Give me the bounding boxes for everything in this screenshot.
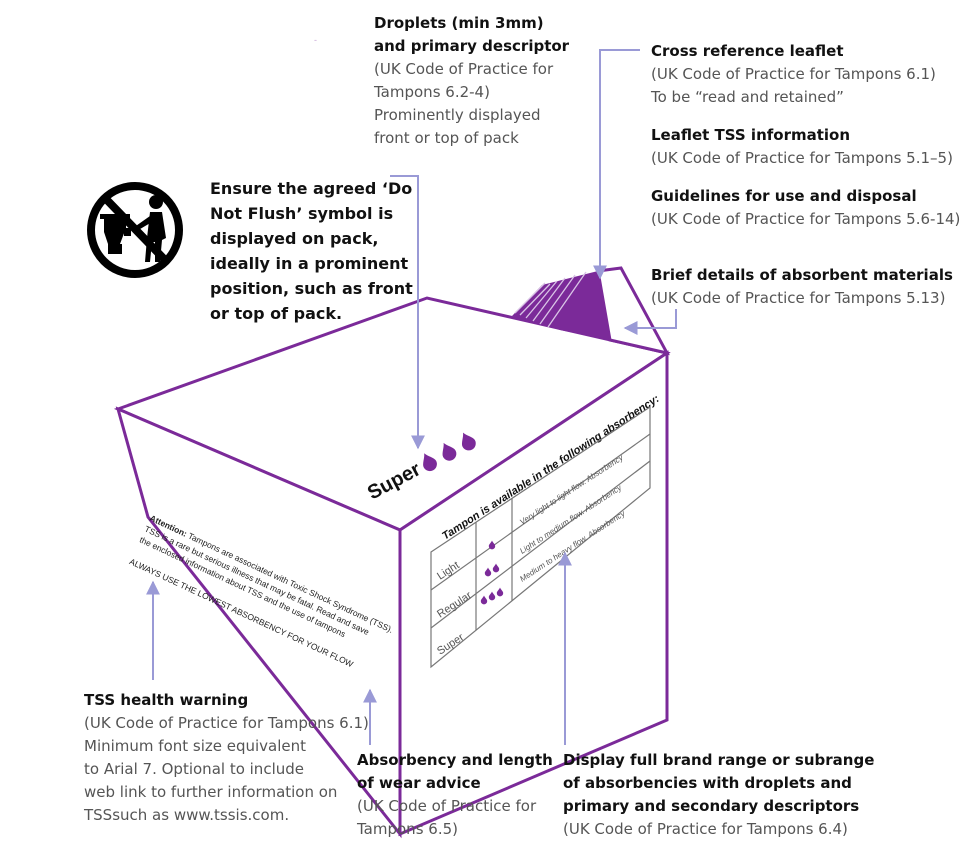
callout-leaflet-title: Cross reference leaflet (651, 42, 844, 60)
callout-brand-range-title-3: primary and secondary descriptors (563, 797, 860, 815)
callout-materials-title: Brief details of absorbent materials (651, 266, 953, 284)
callout-absorbency-advice: Absorbency and length of wear advice (UK… (357, 749, 553, 841)
callout-droplets-body-4: front or top of pack (374, 129, 519, 147)
table-droplet-icon (484, 567, 492, 577)
callout-tss-warning-body-3: to Arial 7. Optional to include (84, 760, 304, 778)
callout-droplets-body-2: Tampons 6.2-4) (374, 83, 490, 101)
callout-materials: Brief details of absorbent materials (UK… (651, 264, 953, 310)
table-droplet-icon (496, 587, 504, 597)
top-droplet-icon (442, 442, 457, 461)
callout-brand-range-title-2: of absorbencies with droplets and (563, 774, 852, 792)
callout-arrows (146, 49, 677, 745)
callout-tss-warning-body-4: web link to further information on (84, 783, 338, 801)
callout-droplets: Droplets (min 3mm) and primary descripto… (374, 12, 569, 150)
callout-leaflet-body-1: (UK Code of Practice for Tampons 6.1) (651, 65, 936, 83)
callout-brand-range-title-1: Display full brand range or subrange (563, 751, 875, 769)
pack-flap (596, 266, 670, 356)
callout-tss-warning-body-5: TSSsuch as www.tssis.com. (84, 806, 290, 824)
callout-droplets-body-3: Prominently displayed (374, 106, 541, 124)
callout-flush-line-4: ideally in a prominent (210, 254, 409, 273)
callout-tss-info-body: (UK Code of Practice for Tampons 5.1–5) (651, 149, 953, 167)
callout-brand-range-body: (UK Code of Practice for Tampons 6.4) (563, 820, 848, 838)
callout-brand-range: Display full brand range or subrange of … (563, 749, 874, 841)
callout-guidelines-title: Guidelines for use and disposal (651, 187, 917, 205)
top-droplet-icon (423, 453, 437, 471)
callout-flush-line-5: position, such as front (210, 279, 413, 298)
stray-mark: - (314, 35, 317, 45)
callout-leaflet: Cross reference leaflet (UK Code of Prac… (651, 40, 936, 109)
arrow-materials (623, 309, 677, 335)
callout-flush-line-3: displayed on pack, (210, 229, 379, 248)
callout-tss-warning-body-2: Minimum font size equivalent (84, 737, 307, 755)
callout-tss-info: Leaflet TSS information (UK Code of Prac… (651, 124, 953, 170)
pack-box (113, 296, 671, 839)
callout-absorbency-advice-body-1: (UK Code of Practice for (357, 797, 537, 815)
pack-leaflet (512, 266, 670, 356)
callout-absorbency-advice-title-1: Absorbency and length (357, 751, 553, 769)
callout-tss-info-title: Leaflet TSS information (651, 126, 851, 144)
callout-guidelines-body: (UK Code of Practice for Tampons 5.6-14) (651, 210, 961, 228)
callout-absorbency-advice-body-2: Tampons 6.5) (357, 820, 458, 838)
pack-right-face (398, 350, 669, 837)
callout-leaflet-body-2: To be “read and retained” (651, 88, 844, 106)
table-row-droplets (484, 563, 500, 577)
callout-droplets-body-1: (UK Code of Practice for (374, 60, 554, 78)
callout-materials-body: (UK Code of Practice for Tampons 5.13) (651, 289, 946, 307)
callout-guidelines: Guidelines for use and disposal (UK Code… (651, 185, 960, 231)
arrow-droplets (390, 175, 425, 450)
callout-flush-line-2: Not Flush’ symbol is (210, 204, 394, 223)
callout-droplets-title-1: Droplets (min 3mm) (374, 14, 544, 32)
callout-droplets-title-2: and primary descriptor (374, 37, 570, 55)
arrow-leaflet (593, 49, 640, 280)
callout-tss-warning-title: TSS health warning (84, 691, 249, 709)
pack-top-droplets (423, 432, 476, 471)
top-droplet-icon (461, 432, 476, 451)
table-row-droplets (488, 540, 496, 550)
callout-flush-line-1: Ensure the agreed ‘Do (210, 179, 413, 198)
table-droplet-icon (488, 591, 496, 601)
callout-tss-warning: TSS health warning (UK Code of Practice … (84, 689, 369, 827)
table-droplet-icon (488, 540, 496, 550)
table-row-droplets (480, 587, 504, 605)
pack-table-frame (430, 405, 651, 669)
callout-tss-warning-body-1: (UK Code of Practice for Tampons 6.1) (84, 714, 369, 732)
callout-flush-line-6: or top of pack. (210, 304, 343, 323)
no-flush-icon (87, 182, 183, 278)
table-droplet-icon (480, 595, 488, 605)
callout-absorbency-advice-title-2: of wear advice (357, 774, 481, 792)
callout-flush: Ensure the agreed ‘Do Not Flush’ symbol … (210, 176, 413, 326)
table-droplet-icon (492, 563, 500, 573)
